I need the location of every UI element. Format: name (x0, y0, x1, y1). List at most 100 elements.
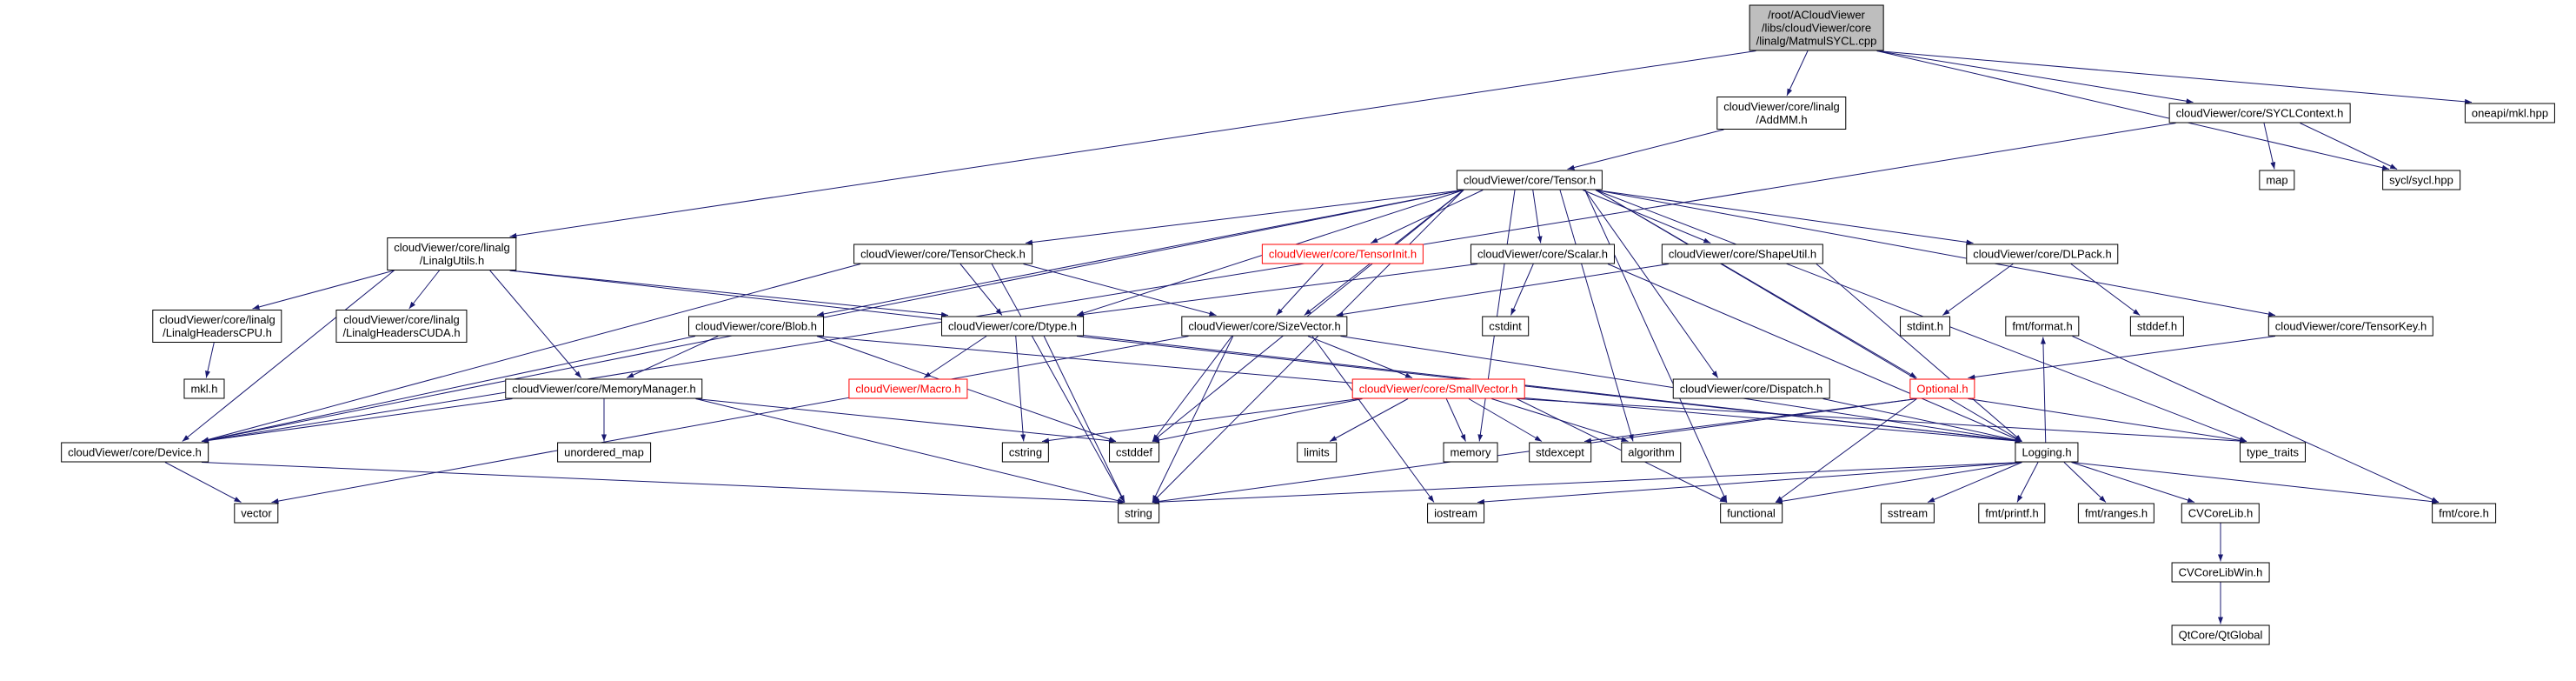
edge-logging-sstream (1927, 462, 2022, 503)
edge-dtype-logging (1076, 336, 2022, 444)
graph-node-sycl_hpp[interactable]: sycl/sycl.hpp (2382, 170, 2460, 190)
graph-node-cstring[interactable]: cstring (1001, 442, 1050, 463)
graph-node-shapeutil[interactable]: cloudViewer/core/ShapeUtil.h (1661, 244, 1824, 264)
graph-node-syclcontext[interactable]: cloudViewer/core/SYCLContext.h (2168, 103, 2351, 124)
graph-node-fmt_ranges[interactable]: fmt/ranges.h (2077, 503, 2155, 524)
edge-matmul-linalgutils (509, 50, 1756, 238)
graph-node-sizevector[interactable]: cloudViewer/core/SizeVector.h (1181, 316, 1348, 337)
graph-node-iostream[interactable]: iostream (1427, 503, 1484, 524)
graph-node-fmt_format[interactable]: fmt/format.h (2005, 316, 2080, 337)
graph-node-stdexcept[interactable]: stdexcept (1529, 442, 1591, 463)
edge-dlpack-stddef_h (2070, 264, 2141, 316)
graph-node-functional[interactable]: functional (1720, 503, 1783, 524)
graph-node-blob[interactable]: cloudViewer/core/Blob.h (688, 316, 824, 337)
graph-node-linalgutils[interactable]: cloudViewer/core/linalg /LinalgUtils.h (387, 237, 517, 270)
edge-linalgutils-memorymanager (489, 270, 582, 378)
graph-node-headerscuda[interactable]: cloudViewer/core/linalg /LinalgHeadersCU… (335, 310, 468, 343)
edge-tensorcheck-string (991, 264, 1125, 503)
graph-node-fmt_core[interactable]: fmt/core.h (2432, 503, 2496, 524)
graph-node-qtglobal[interactable]: QtCore/QtGlobal (2171, 624, 2270, 645)
edge-scalar-logging (1607, 264, 2022, 442)
graph-node-optional[interactable]: Optional.h (1909, 378, 1975, 399)
edge-tensor-device (201, 190, 1464, 443)
graph-node-addmm[interactable]: cloudViewer/core/linalg /AddMM.h (1716, 97, 1847, 130)
graph-node-mkl_h[interactable]: mkl.h (183, 378, 225, 399)
edge-logging-string (1152, 462, 2022, 505)
edge-linalgutils-dtype (509, 270, 949, 317)
graph-node-memorymanager[interactable]: cloudViewer/core/MemoryManager.h (505, 378, 703, 399)
graph-node-string[interactable]: string (1118, 503, 1159, 524)
edge-logging-fmt_core (2071, 462, 2440, 504)
edge-tensor-dlpack (1595, 190, 1974, 245)
edge-shapeutil-sizevector (1336, 264, 1670, 317)
graph-node-dtype[interactable]: cloudViewer/core/Dtype.h (941, 316, 1084, 337)
graph-node-stdint_h[interactable]: stdint.h (1900, 316, 1950, 337)
graph-node-cvcorelib[interactable]: CVCoreLib.h (2181, 503, 2261, 524)
edge-tensorcheck-device (201, 264, 861, 443)
graph-node-cvcorelibwin[interactable]: CVCoreLibWin.h (2171, 562, 2270, 583)
edge-optional-type_traits (1968, 398, 2247, 444)
edge-memorymanager-string (695, 398, 1125, 504)
edge-addmm-tensor (1567, 129, 1724, 170)
edge-tensorkey-optional (1968, 336, 2276, 380)
graph-node-device[interactable]: cloudViewer/core/Device.h (61, 442, 209, 463)
edge-smallvector-type_traits (1517, 398, 2247, 444)
edge-tensor-algorithm (1559, 190, 1634, 442)
graph-node-fmt_printf[interactable]: fmt/printf.h (1978, 503, 2046, 524)
graph-node-memory[interactable]: memory (1443, 442, 1498, 463)
edge-logging-iostream (1477, 462, 2022, 504)
graph-node-scalar[interactable]: cloudViewer/core/Scalar.h (1470, 244, 1616, 264)
graph-node-headerscpu[interactable]: cloudViewer/core/linalg /LinalgHeadersCP… (152, 310, 282, 343)
edge-matmul-sycl_hpp (1876, 50, 2390, 170)
edge-tensor-functional (1584, 190, 1728, 503)
graph-node-dispatch[interactable]: cloudViewer/core/Dispatch.h (1672, 378, 1830, 399)
graph-node-tensor[interactable]: cloudViewer/core/Tensor.h (1456, 170, 1603, 190)
edge-smallvector-cstring (1041, 398, 1359, 444)
edge-tensor-scalar (1532, 190, 1543, 244)
edge-dtype-cstring (1015, 336, 1026, 442)
edge-smallvector-cstddef (1152, 398, 1363, 443)
graph-node-stddef_h[interactable]: stddef.h (2129, 316, 2185, 337)
edge-tensor-tensorinit (1371, 190, 1484, 244)
edge-tensorcheck-dtype (959, 264, 1003, 316)
graph-node-map[interactable]: map (2259, 170, 2295, 190)
edge-matmul-oneapi_mkl (1876, 50, 2473, 104)
graph-node-limits[interactable]: limits (1297, 442, 1337, 463)
edge-device-string (201, 462, 1125, 505)
graph-node-sstream[interactable]: sstream (1880, 503, 1935, 524)
graph-node-algorithm[interactable]: algorithm (1621, 442, 1682, 463)
edge-smallvector-memory (1445, 398, 1466, 442)
graph-node-logging[interactable]: Logging.h (2015, 442, 2079, 463)
edge-scalar-dtype (1076, 264, 1478, 317)
edge-tensorinit-sizevector (1276, 264, 1324, 316)
edge-tensor-type_traits (1595, 190, 2247, 442)
graph-node-smallvector[interactable]: cloudViewer/core/SmallVector.h (1351, 378, 1525, 399)
graph-node-cstddef[interactable]: cstddef (1109, 442, 1159, 463)
graph-node-unordered_map[interactable]: unordered_map (557, 442, 651, 463)
edge-smallvector-stdexcept (1468, 398, 1543, 442)
graph-node-tensorinit[interactable]: cloudViewer/core/TensorInit.h (1261, 244, 1424, 264)
edge-syclcontext-map (2263, 123, 2276, 170)
edge-dlpack-stdint_h (1942, 264, 2014, 316)
edge-shapeutil-logging (1816, 264, 2022, 442)
graph-node-dlpack[interactable]: cloudViewer/core/DLPack.h (1966, 244, 2119, 264)
graph-node-cstdint[interactable]: cstdint (1482, 316, 1529, 337)
graph-node-vector[interactable]: vector (234, 503, 279, 524)
graph-node-oneapi_mkl[interactable]: oneapi/mkl.hpp (2464, 103, 2556, 124)
graph-node-tensorkey[interactable]: cloudViewer/core/TensorKey.h (2267, 316, 2434, 337)
graph-node-tensorcheck[interactable]: cloudViewer/core/TensorCheck.h (853, 244, 1032, 264)
edge-logging-fmt_format (2040, 337, 2047, 443)
graph-node-type_traits[interactable]: type_traits (2240, 442, 2306, 463)
edge-tensor-logging (1595, 190, 2022, 442)
edge-linalgutils-headerscuda (408, 270, 440, 310)
edge-fmt_format-fmt_core (2072, 336, 2440, 503)
edge-tensor-shapeutil (1583, 190, 1711, 244)
graph-node-macro[interactable]: cloudViewer/Macro.h (848, 378, 968, 399)
edge-scalar-cstdint (1510, 264, 1534, 316)
edge-dtype-string (1043, 336, 1125, 503)
edge-matmul-addmm (1786, 50, 1809, 97)
edge-device-vector (164, 462, 242, 503)
edge-smallvector-limits (1329, 398, 1409, 442)
edge-headerscpu-mkl_h (205, 342, 215, 378)
edge-linalgutils-device (182, 270, 395, 442)
